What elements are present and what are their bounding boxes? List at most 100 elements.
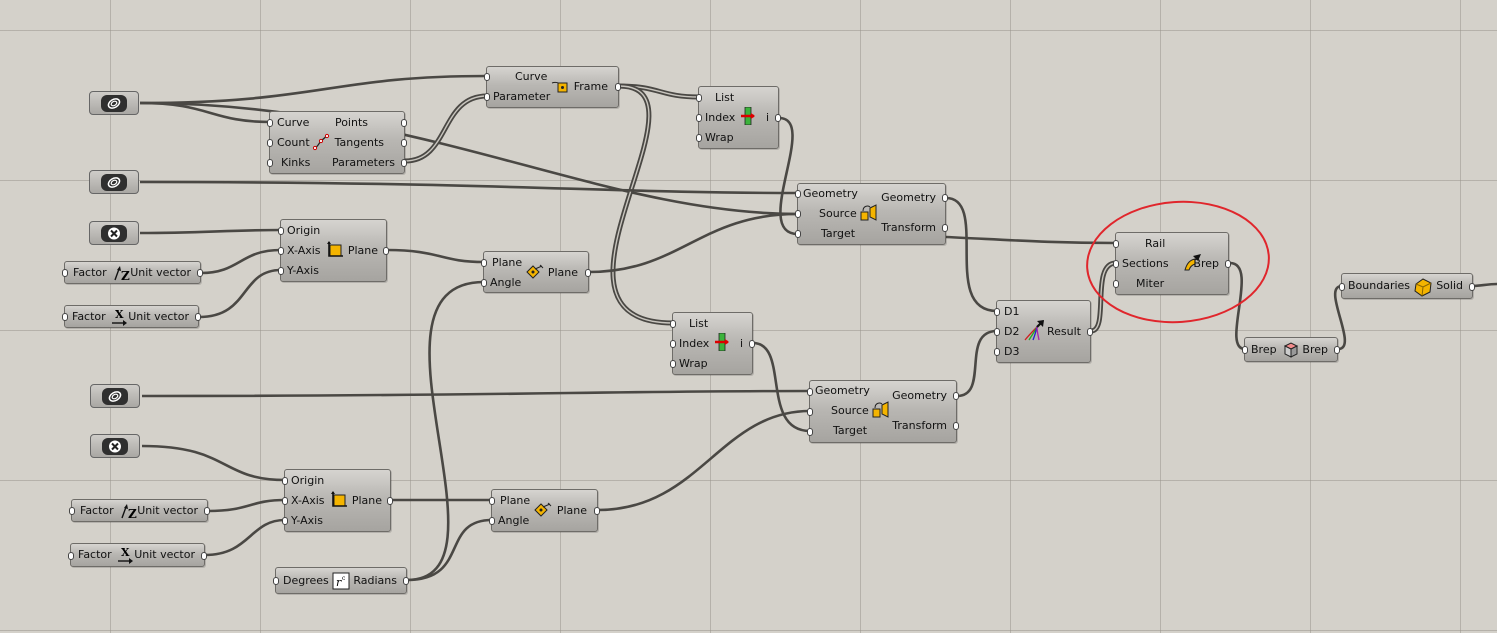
wire[interactable] — [200, 248, 282, 275]
unit-x-component-1[interactable]: Factor X Unit vector — [62, 305, 201, 328]
input-port[interactable] — [1113, 240, 1119, 248]
wire[interactable] — [141, 444, 286, 482]
output-port[interactable] — [195, 313, 201, 321]
wire[interactable] — [588, 212, 799, 274]
input-port[interactable] — [62, 313, 68, 321]
construct-plane-component-1[interactable]: Origin X-Axis Y-Axis Plane — [278, 219, 389, 282]
input-port[interactable] — [481, 279, 487, 287]
orient-component-1[interactable]: Geometry Source Target Geometry Transfor… — [795, 183, 948, 245]
wire[interactable] — [139, 228, 282, 235]
input-port[interactable] — [481, 259, 487, 267]
input-port[interactable] — [273, 577, 279, 585]
wire[interactable] — [386, 248, 485, 264]
input-port[interactable] — [1113, 280, 1119, 288]
output-port[interactable] — [383, 247, 389, 255]
curve-param-2[interactable] — [89, 170, 139, 194]
wire[interactable] — [406, 518, 493, 582]
wire[interactable] — [207, 498, 286, 513]
wire[interactable] — [597, 409, 811, 512]
output-port[interactable] — [749, 340, 755, 348]
input-port[interactable] — [282, 497, 288, 505]
input-port[interactable] — [696, 134, 702, 142]
input-port[interactable] — [1113, 260, 1119, 268]
divide-curve-component[interactable]: Curve Count Kinks Points Tangents Parame… — [267, 111, 407, 174]
input-port[interactable] — [795, 210, 801, 218]
input-port[interactable] — [267, 119, 273, 127]
input-port[interactable] — [696, 114, 702, 122]
input-port[interactable] — [62, 269, 68, 277]
input-port[interactable] — [282, 477, 288, 485]
input-port[interactable] — [670, 340, 676, 348]
wire[interactable] — [139, 101, 799, 216]
output-port[interactable] — [1469, 283, 1475, 291]
input-port[interactable] — [489, 497, 495, 505]
wire[interactable] — [139, 74, 488, 105]
input-port[interactable] — [807, 408, 813, 416]
output-port[interactable] — [953, 392, 959, 400]
rotate-plane-component-1[interactable]: Plane Angle Plane — [481, 251, 591, 293]
unit-z-component-1[interactable]: Factor Z Unit vector — [62, 261, 203, 284]
input-port[interactable] — [282, 517, 288, 525]
boundary-solid-component[interactable]: Boundaries Solid — [1339, 273, 1475, 299]
input-port[interactable] — [68, 552, 74, 560]
input-port[interactable] — [994, 328, 1000, 336]
input-port[interactable] — [278, 267, 284, 275]
output-port[interactable] — [387, 497, 393, 505]
wire[interactable] — [956, 329, 998, 398]
wire[interactable] — [945, 196, 998, 313]
wire[interactable] — [406, 280, 485, 582]
input-port[interactable] — [670, 360, 676, 368]
input-port[interactable] — [267, 139, 273, 147]
merge-component[interactable]: D1 D2 D3 Result — [994, 300, 1093, 363]
list-item-component-1[interactable]: List Index Wrap i — [696, 86, 781, 149]
point-param-2[interactable] — [90, 434, 140, 458]
input-port[interactable] — [696, 94, 702, 102]
input-port[interactable] — [278, 247, 284, 255]
wire[interactable] — [778, 116, 799, 236]
unit-z-component-2[interactable]: Factor Z Unit vector — [69, 499, 210, 522]
output-port[interactable] — [953, 422, 959, 430]
input-port[interactable] — [489, 517, 495, 525]
input-port[interactable] — [484, 93, 490, 101]
input-port[interactable] — [267, 159, 273, 167]
output-port[interactable] — [775, 114, 781, 122]
curve-param-1[interactable] — [89, 91, 139, 115]
curve-param-3[interactable] — [90, 384, 140, 408]
input-port[interactable] — [795, 190, 801, 198]
input-port[interactable] — [994, 308, 1000, 316]
rotate-plane-component-2[interactable]: Plane Angle Plane — [489, 489, 600, 532]
wire[interactable] — [204, 518, 286, 557]
output-port[interactable] — [942, 224, 948, 232]
sweep1-component[interactable]: Rail Sections Miter Brep — [1113, 232, 1231, 295]
output-port[interactable] — [197, 269, 203, 277]
input-port[interactable] — [795, 230, 801, 238]
output-port[interactable] — [401, 139, 407, 147]
input-port[interactable] — [278, 227, 284, 235]
input-port[interactable] — [1242, 346, 1248, 354]
input-port[interactable] — [69, 507, 75, 515]
wire[interactable] — [1472, 282, 1497, 288]
unit-x-component-2[interactable]: Factor X Unit vector — [68, 543, 207, 567]
list-item-component-2[interactable]: List Index Wrap i — [670, 312, 755, 375]
wire[interactable] — [752, 341, 811, 433]
input-port[interactable] — [1339, 283, 1345, 291]
wire[interactable] — [141, 389, 811, 398]
output-port[interactable] — [1334, 346, 1340, 354]
output-port[interactable] — [585, 269, 591, 277]
output-port[interactable] — [401, 119, 407, 127]
output-port[interactable] — [1225, 260, 1231, 268]
wire[interactable] — [945, 235, 1117, 245]
output-port[interactable] — [403, 577, 409, 585]
curve-frame-component[interactable]: Curve Parameter Frame — [484, 66, 621, 108]
output-port[interactable] — [594, 507, 600, 515]
construct-plane-component-2[interactable]: Origin X-Axis Y-Axis Plane — [282, 469, 393, 532]
point-param-1[interactable] — [89, 221, 139, 245]
wire[interactable] — [610, 83, 674, 326]
orient-component-2[interactable]: Geometry Source Target Geometry Transfor… — [807, 380, 959, 443]
input-port[interactable] — [807, 388, 813, 396]
wire[interactable] — [1229, 261, 1246, 351]
output-port[interactable] — [204, 507, 210, 515]
wire[interactable] — [198, 268, 282, 319]
output-port[interactable] — [1087, 328, 1093, 336]
